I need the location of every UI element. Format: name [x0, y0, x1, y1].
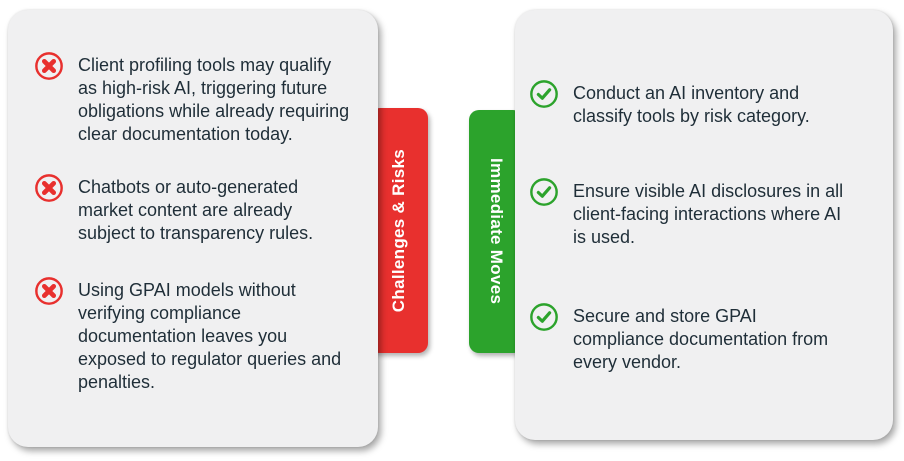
challenges-risks-tab: Challenges & Risks — [370, 108, 428, 353]
immediate-moves-card: Conduct an AI inventory and classify too… — [515, 10, 893, 440]
challenges-risks-tab-label: Challenges & Risks — [389, 148, 408, 313]
immediate-moves-tab-label: Immediate Moves — [487, 158, 506, 305]
challenges-risks-card: Client profiling tools may qualify as hi… — [8, 10, 378, 447]
list-item: Conduct an AI inventory and classify too… — [529, 79, 881, 128]
check-circle-icon — [529, 302, 559, 332]
list-item: Secure and store GPAI compliance documen… — [529, 302, 881, 374]
risk-item-text: Using GPAI models without verifying comp… — [78, 280, 342, 392]
risk-item-text: Client profiling tools may qualify as hi… — [78, 55, 350, 144]
list-item: Using GPAI models without verifying comp… — [34, 276, 364, 394]
x-circle-icon — [34, 173, 64, 203]
list-item: Client profiling tools may qualify as hi… — [34, 51, 364, 146]
x-circle-icon — [34, 276, 64, 306]
list-item: Chatbots or auto-generated market conten… — [34, 173, 364, 245]
risk-item-text: Chatbots or auto-generated market conten… — [78, 177, 314, 243]
immediate-moves-tab: Immediate Moves — [469, 110, 523, 353]
list-item: Ensure visible AI disclosures in all cli… — [529, 177, 881, 249]
x-circle-icon — [34, 51, 64, 81]
check-circle-icon — [529, 79, 559, 109]
check-circle-icon — [529, 177, 559, 207]
move-item-text: Secure and store GPAI compliance documen… — [573, 306, 829, 372]
move-item-text: Ensure visible AI disclosures in all cli… — [573, 181, 844, 247]
move-item-text: Conduct an AI inventory and classify too… — [573, 83, 810, 126]
